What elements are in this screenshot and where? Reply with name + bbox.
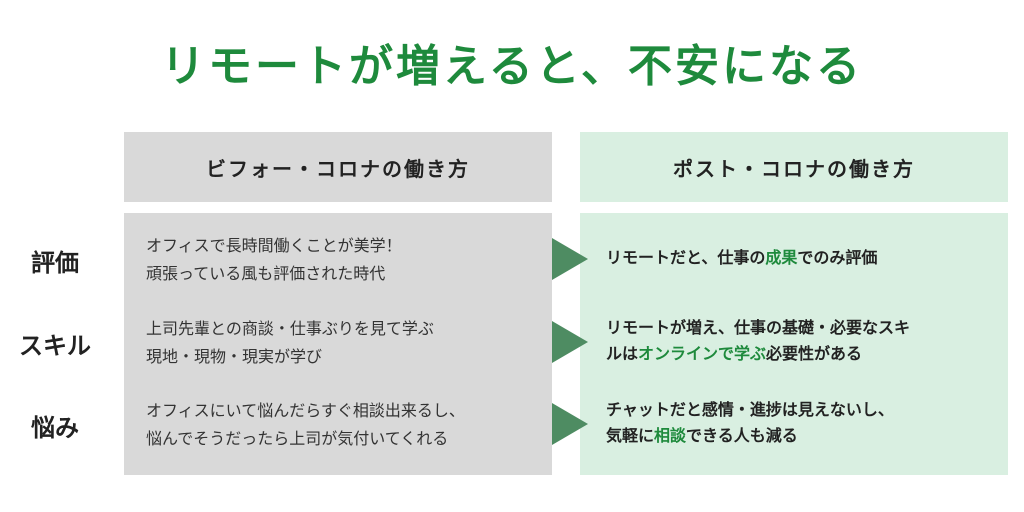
- after-text-skill: リモートが増え、仕事の基礎・必要なスキ ルはオンラインで学ぶ必要性がある: [606, 315, 1002, 367]
- text-line: リモートが増え、仕事の基礎・必要なスキ: [606, 318, 911, 337]
- after-text-evaluation: リモートだと、仕事の成果でのみ評価: [606, 245, 1002, 271]
- page-title: リモートが増えると、不安になる: [161, 41, 863, 92]
- text-line: 気軽に相談できる人も減る: [606, 426, 798, 445]
- highlight-text: オンラインで学ぶ: [638, 344, 767, 363]
- row-label-skill: スキル: [19, 332, 91, 360]
- text-line: 上司先輩との商談・仕事ぶりを見て学ぶ: [146, 319, 434, 338]
- text-line: オフィスで長時間働くことが美学！: [146, 236, 402, 255]
- before-text-worries: オフィスにいて悩んだらすぐ相談出来るし、 悩んでそうだったら上司が気付いてくれる: [146, 397, 546, 453]
- text-line: ルはオンラインで学ぶ必要性がある: [606, 344, 863, 363]
- text-line: 頑張っている風も評価された時代: [146, 264, 386, 283]
- before-text-skill: 上司先輩との商談・仕事ぶりを見て学ぶ 現地・現物・現実が学び: [146, 315, 546, 371]
- arrow-right-icon: [552, 403, 588, 445]
- text-line: チャットだと感情・進捗は見えないし、: [606, 400, 894, 419]
- arrow-right-icon: [552, 238, 588, 280]
- text-line: リモートだと、仕事の成果でのみ評価: [606, 248, 878, 267]
- text-line: オフィスにいて悩んだらすぐ相談出来るし、: [146, 401, 465, 420]
- after-text-worries: チャットだと感情・進捗は見えないし、 気軽に相談できる人も減る: [606, 397, 1002, 449]
- before-panel: [124, 213, 552, 475]
- highlight-text: 成果: [765, 248, 798, 267]
- after-column-header: ポスト・コロナの働き方: [580, 132, 1008, 202]
- text-line: 悩んでそうだったら上司が気付いてくれる: [146, 429, 449, 448]
- before-column-header: ビフォー・コロナの働き方: [124, 132, 552, 202]
- highlight-text: 相談: [654, 426, 687, 445]
- arrow-right-icon: [552, 321, 588, 363]
- row-label-evaluation: 評価: [31, 249, 79, 277]
- text-line: 現地・現物・現実が学び: [146, 347, 323, 366]
- before-text-evaluation: オフィスで長時間働くことが美学！ 頑張っている風も評価された時代: [146, 232, 546, 288]
- row-label-worries: 悩み: [31, 414, 79, 442]
- after-panel: [580, 213, 1008, 475]
